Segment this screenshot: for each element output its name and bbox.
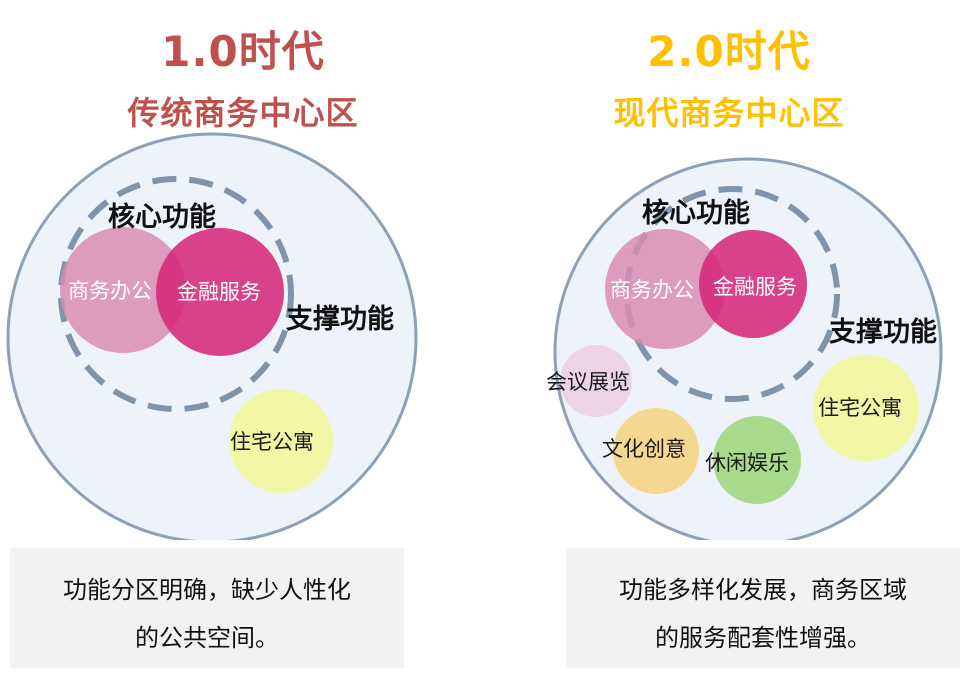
- caption-box: 功能多样化发展，商务区域 的服务配套性增强。: [566, 548, 960, 668]
- core-function-label: 核心功能: [642, 197, 750, 229]
- office-label: 商务办公: [68, 279, 152, 303]
- panel-era-1: 1.0时代 传统商务中心区 核心功能 支撑功能 商务办公 金融服务 住宅公寓 功…: [6, 27, 418, 668]
- core-function-label: 核心功能: [108, 201, 216, 233]
- housing-label: 住宅公寓: [230, 430, 314, 454]
- era-title: 2.0时代: [647, 27, 811, 76]
- function-diagram: 核心功能 支撑功能 商务办公 金融服务 住宅公寓: [6, 132, 418, 540]
- culture-circle: [613, 408, 699, 494]
- finance-label: 金融服务: [713, 275, 797, 299]
- panel-era-2: 2.0时代 现代商务中心区 核心功能 支撑功能 商务办公 金融服务 会议展览 文…: [486, 0, 972, 686]
- caption-box: 功能分区明确，缺少人性化 的公共空间。: [10, 548, 404, 668]
- caption-line: 的服务配套性增强。: [655, 624, 871, 652]
- caption-line: 功能多样化发展，商务区域: [619, 576, 907, 604]
- finance-label: 金融服务: [177, 280, 261, 304]
- housing-circle: [813, 355, 919, 461]
- caption-line: 功能分区明确，缺少人性化: [63, 576, 351, 604]
- office-label: 商务办公: [610, 278, 694, 302]
- support-function-label: 支撑功能: [829, 316, 937, 348]
- zone-title: 现代商务中心区: [613, 94, 845, 132]
- finance-circle: [156, 228, 284, 356]
- expo-label: 会议展览: [546, 370, 630, 394]
- housing-circle: [229, 389, 333, 493]
- core-boundary: [624, 186, 840, 402]
- support-function-label: 支撑功能: [286, 303, 394, 335]
- leisure-circle: [713, 416, 801, 504]
- expo-circle: [560, 345, 632, 417]
- caption-line: 的公共空间。: [135, 624, 279, 652]
- culture-label: 文化创意: [602, 437, 686, 461]
- function-diagram: 核心功能 支撑功能 商务办公 金融服务 会议展览 文化创意 休闲娱乐 住宅公寓: [546, 157, 943, 540]
- era-title: 1.0时代: [161, 27, 325, 76]
- zone-title: 传统商务中心区: [127, 94, 359, 132]
- core-boundary: [58, 176, 294, 412]
- office-circle: [60, 227, 186, 353]
- office-circle: [605, 229, 725, 349]
- leisure-label: 休闲娱乐: [705, 451, 789, 475]
- finance-circle: [699, 230, 807, 338]
- housing-label: 住宅公寓: [818, 396, 902, 420]
